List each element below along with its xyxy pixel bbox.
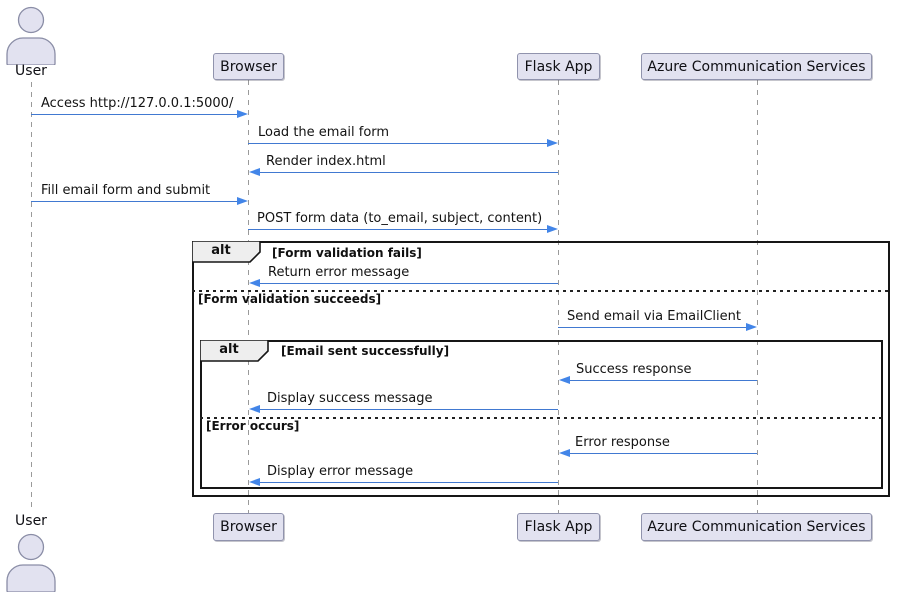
participant-flask-bottom: Flask App	[517, 513, 600, 541]
message-9-label: Error response	[575, 435, 670, 450]
guard-form-validation-succeeds: [Form validation succeeds]	[198, 292, 382, 306]
message-5-line	[253, 283, 558, 284]
divider-error-occurs	[200, 417, 883, 419]
alt-frame-inner-operator: alt	[219, 342, 239, 357]
participant-azure-bottom: Azure Communication Services	[641, 513, 872, 541]
message-2-line	[253, 172, 558, 173]
message-0-label: Access http://127.0.0.1:5000/	[41, 96, 234, 111]
message-10-line	[253, 482, 558, 483]
participant-flask-label: Flask App	[524, 58, 593, 75]
message-7-line	[563, 380, 757, 381]
participant-flask-top: Flask App	[517, 53, 600, 80]
message-9-line	[563, 453, 757, 454]
alt-frame-outer-operator: alt	[211, 243, 231, 258]
user-actor-icon-bottom	[6, 533, 56, 592]
guard-email-sent-successfully: [Email sent successfully]	[281, 344, 450, 358]
lifeline-flask	[558, 80, 559, 513]
message-1-arrowhead-icon	[547, 139, 558, 147]
alt-frame-outer-tab: alt	[191, 240, 262, 263]
message-10-arrowhead-icon	[249, 478, 260, 486]
alt-frame-outer	[192, 241, 890, 497]
message-9-arrowhead-icon	[559, 449, 570, 457]
participant-browser-label: Browser	[220, 58, 277, 75]
participant-azure-label-bottom: Azure Communication Services	[647, 519, 866, 535]
message-0-line	[31, 114, 244, 115]
message-3-arrowhead-icon	[237, 197, 248, 205]
message-7-arrowhead-icon	[559, 376, 570, 384]
message-3-label: Fill email form and submit	[41, 183, 211, 198]
message-4-line	[248, 229, 554, 230]
divider-form-validation	[192, 290, 890, 292]
message-5-label: Return error message	[268, 265, 410, 280]
participant-browser-label-bottom: Browser	[220, 519, 277, 535]
message-3-line	[31, 201, 244, 202]
message-5-arrowhead-icon	[249, 279, 260, 287]
message-8-arrowhead-icon	[249, 405, 260, 413]
alt-frame-inner-tab-shape	[199, 339, 269, 362]
alt-frame-inner	[200, 340, 883, 489]
lifeline-user	[31, 82, 32, 512]
alt-frame-inner-tab: alt	[199, 339, 270, 362]
message-6-label: Send email via EmailClient	[567, 309, 741, 324]
alt-frame-outer-tab-shape	[191, 240, 261, 263]
message-4-label: POST form data (to_email, subject, conte…	[257, 211, 543, 226]
message-2-arrowhead-icon	[249, 168, 260, 176]
message-7-label: Success response	[576, 362, 692, 377]
participant-browser-top: Browser	[213, 53, 284, 80]
lifeline-browser	[248, 80, 249, 513]
message-4-arrowhead-icon	[547, 225, 558, 233]
message-1-label: Load the email form	[258, 125, 390, 140]
user-actor-label: User	[15, 63, 47, 79]
user-actor-icon	[6, 6, 56, 65]
message-1-line	[248, 143, 554, 144]
message-8-label: Display success message	[267, 391, 433, 406]
participant-azure-label: Azure Communication Services	[647, 58, 866, 75]
message-10-label: Display error message	[267, 464, 414, 479]
participant-flask-label-bottom: Flask App	[524, 519, 593, 535]
participant-azure-top: Azure Communication Services	[641, 53, 872, 80]
guard-form-validation-fails: [Form validation fails]	[272, 246, 422, 260]
lifeline-azure	[757, 80, 758, 513]
guard-error-occurs: [Error occurs]	[206, 419, 300, 433]
message-6-line	[558, 327, 753, 328]
message-2-label: Render index.html	[266, 154, 386, 169]
user-actor-label-bottom: User	[15, 513, 47, 529]
message-6-arrowhead-icon	[746, 323, 757, 331]
participant-browser-bottom: Browser	[213, 513, 284, 541]
message-8-line	[253, 409, 558, 410]
message-0-arrowhead-icon	[237, 110, 248, 118]
